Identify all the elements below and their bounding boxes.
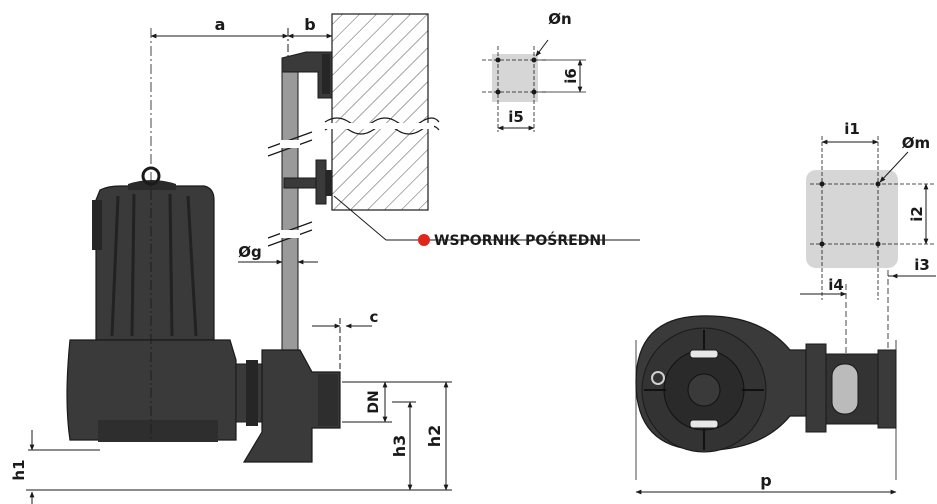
callout-marker xyxy=(418,234,430,246)
label-c: c xyxy=(370,308,379,326)
top-mount-plate xyxy=(482,39,586,132)
guide-rail xyxy=(267,69,313,363)
top-view-handle-upper xyxy=(689,349,719,359)
wall-break-gap xyxy=(326,123,434,129)
top-bracket xyxy=(281,51,333,99)
label-h2: h2 xyxy=(425,425,444,448)
label-i1: i1 xyxy=(844,120,860,138)
label-a: a xyxy=(215,15,226,34)
dim-a xyxy=(150,28,289,58)
dim-c xyxy=(312,318,372,372)
dim-h1 xyxy=(28,430,100,504)
label-i4: i4 xyxy=(828,276,844,294)
label-p: p xyxy=(760,471,771,490)
label-i6: i6 xyxy=(562,68,580,84)
label-i5: i5 xyxy=(508,108,524,126)
label-i3: i3 xyxy=(914,256,930,274)
label-h1: h1 xyxy=(10,459,28,480)
pump-side-view xyxy=(66,28,341,463)
dim-h2 xyxy=(342,381,452,491)
pump-top-view xyxy=(635,315,897,480)
top-view-handle-lower xyxy=(689,419,719,429)
callout-text: WSPORNIK POŚREDNI xyxy=(434,231,606,249)
dim-h3 xyxy=(392,401,416,491)
label-h3: h3 xyxy=(390,435,409,458)
label-b: b xyxy=(304,15,315,34)
base-mount-plate xyxy=(800,136,936,420)
label-m-diameter: Øm xyxy=(902,134,930,152)
label-g-diameter: Øg xyxy=(238,243,262,261)
label-i2: i2 xyxy=(908,206,926,222)
intermediate-bracket xyxy=(283,159,333,205)
label-n-diameter: Øn xyxy=(548,10,571,28)
callout-intermediate-bracket xyxy=(333,195,640,246)
wall xyxy=(324,13,440,211)
label-dn: DN xyxy=(366,390,382,413)
